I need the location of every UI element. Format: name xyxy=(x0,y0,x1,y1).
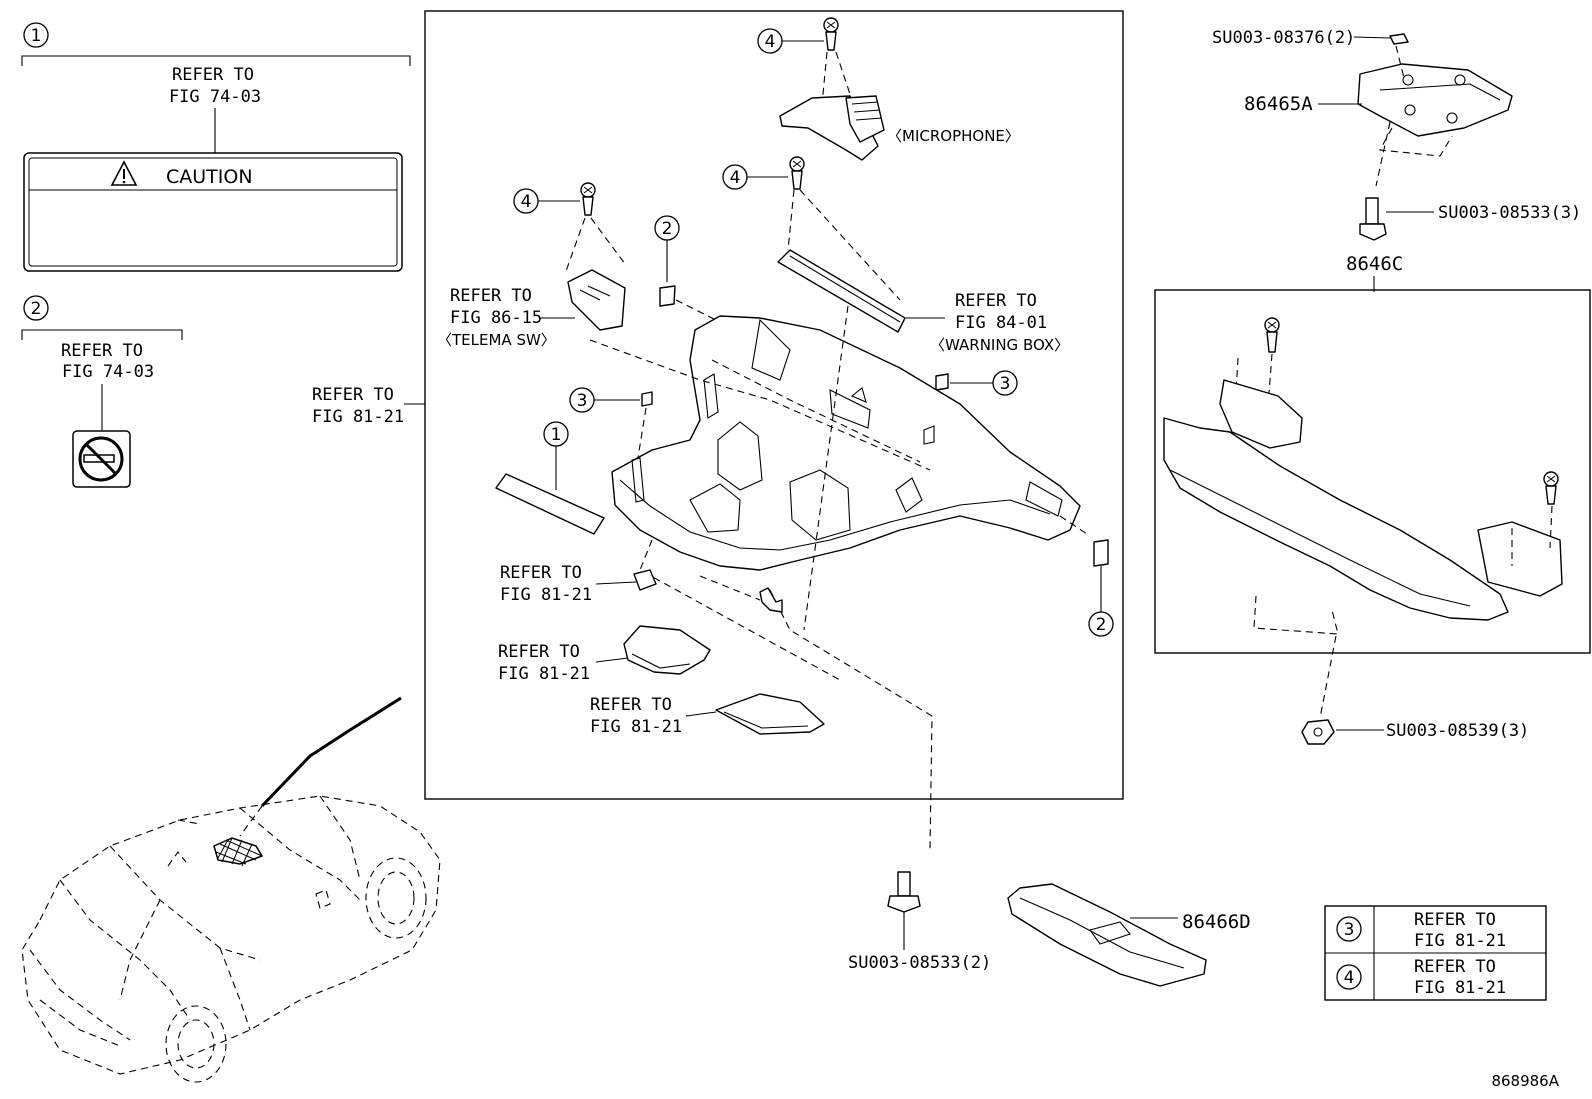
clip-2-top: 2 xyxy=(654,215,721,323)
table-row: 4 REFER TO FIG 81-21 xyxy=(1336,957,1506,998)
screw-icon xyxy=(823,17,839,51)
refer-to-text: REFER TO xyxy=(500,563,582,583)
console-housing xyxy=(589,305,1091,851)
refer-to-text: REFER TO xyxy=(450,286,532,306)
fig-ref-text: FIG 74-03 xyxy=(62,362,154,382)
fig-ref-text: FIG 86-15 xyxy=(450,308,542,328)
telema-sw-label: 〈TELEMA SW〉 xyxy=(437,331,556,349)
location-marker-icon xyxy=(213,837,264,867)
bolt-icon xyxy=(1359,197,1387,241)
refer-to-text: REFER TO xyxy=(312,385,394,405)
refer-to-text: REFER TO xyxy=(1414,910,1496,930)
diagram-id: 868986A xyxy=(1491,1072,1559,1090)
fig-ref-text: FIG 81-21 xyxy=(498,664,590,684)
trim-cover-86466D: 86466D xyxy=(1007,883,1251,987)
bolt-icon xyxy=(887,871,921,913)
refer-to-text: REFER TO xyxy=(955,291,1037,311)
callout-3: 3 xyxy=(1344,920,1355,940)
fig-ref-text: FIG 81-21 xyxy=(590,717,682,737)
retainer-clip xyxy=(759,587,783,613)
callout-2: 2 xyxy=(31,299,42,319)
callout-3: 3 xyxy=(1000,374,1011,394)
caution-label-part: 1 xyxy=(495,421,605,535)
fig-ref-text: FIG 81-21 xyxy=(312,407,404,427)
telema-switch-part: 4 REFER TO FIG 86-15 〈TELEMA SW〉 xyxy=(437,182,626,349)
callout-1: 1 xyxy=(31,26,42,46)
callout-4: 4 xyxy=(730,168,741,188)
assembly-8646C: 8646C xyxy=(1154,253,1591,719)
part-number-86465A: 86465A xyxy=(1244,93,1313,115)
legend-no-smoking-label: 2 REFER TO FIG 74-03 xyxy=(21,295,183,488)
bracket-86465A: SU003-08376(2) 86465A SU003-08533(3) xyxy=(1212,28,1581,241)
part-number-8646C: 8646C xyxy=(1346,253,1403,275)
screw-icon xyxy=(789,156,805,190)
nut-icon xyxy=(1301,719,1335,745)
fig-ref-text: FIG 81-21 xyxy=(1414,931,1506,951)
caution-text: CAUTION xyxy=(166,166,253,188)
lens-part-2: REFER TO FIG 81-21 xyxy=(590,693,825,737)
main-assembly-frame xyxy=(424,10,1124,800)
callout-4: 4 xyxy=(1344,968,1355,988)
screw-icon xyxy=(1264,317,1280,353)
fig-ref-text: FIG 74-03 xyxy=(169,87,261,107)
part-number-su003-08539: SU003-08539(3) xyxy=(1386,721,1529,741)
refer-to-text: REFER TO xyxy=(61,341,143,361)
callout-4: 4 xyxy=(521,192,532,212)
clip-2-right: 2 xyxy=(1088,539,1114,637)
screw-icon xyxy=(1543,471,1559,505)
refer-to-text: REFER TO xyxy=(498,642,580,662)
ref-housing-left: REFER TO FIG 81-21 xyxy=(312,385,425,427)
microphone-part: 4 〈MICROPHONE〉 xyxy=(757,17,1020,161)
screw-icon xyxy=(580,182,596,216)
refer-to-text: REFER TO xyxy=(1414,957,1496,977)
lens-part-1: REFER TO FIG 81-21 xyxy=(498,625,711,684)
refer-to-text: REFER TO xyxy=(172,65,254,85)
warning-box-part: 4 REFER TO FIG 84-01 〈WARNING BOX〉 xyxy=(722,156,1069,354)
clip-3-right: 3 xyxy=(929,370,1018,441)
callout-2: 2 xyxy=(662,219,673,239)
callout-1: 1 xyxy=(551,425,562,445)
warning-box-label: 〈WARNING BOX〉 xyxy=(930,336,1069,354)
part-number-su003-08376: SU003-08376(2) xyxy=(1212,28,1355,48)
fig-ref-text: FIG 84-01 xyxy=(955,313,1047,333)
car-location-illustration xyxy=(21,696,441,1083)
callout-2: 2 xyxy=(1096,615,1107,635)
part-number-su003-08533-3: SU003-08533(3) xyxy=(1438,203,1581,223)
refer-to-text: REFER TO xyxy=(590,695,672,715)
reference-table: 3 REFER TO FIG 81-21 4 REFER TO FIG 81-2… xyxy=(1324,905,1547,1001)
callout-4: 4 xyxy=(765,32,776,52)
no-smoking-icon xyxy=(72,430,131,488)
callout-3: 3 xyxy=(577,391,588,411)
table-row: 3 REFER TO FIG 81-21 xyxy=(1336,910,1506,951)
warning-triangle-icon xyxy=(110,160,138,186)
fig-ref-text: FIG 81-21 xyxy=(1414,978,1506,998)
legend-caution-label: 1 REFER TO FIG 74-03 CAUTION xyxy=(21,22,411,272)
fig-ref-text: FIG 81-21 xyxy=(500,585,592,605)
clip-3-left: 3 xyxy=(569,387,653,471)
part-number-86466D: 86466D xyxy=(1182,911,1251,933)
bulb-part: REFER TO FIG 81-21 xyxy=(500,563,657,605)
part-number-su003-08533-2: SU003-08533(2) xyxy=(848,953,991,973)
microphone-label: 〈MICROPHONE〉 xyxy=(887,127,1020,145)
